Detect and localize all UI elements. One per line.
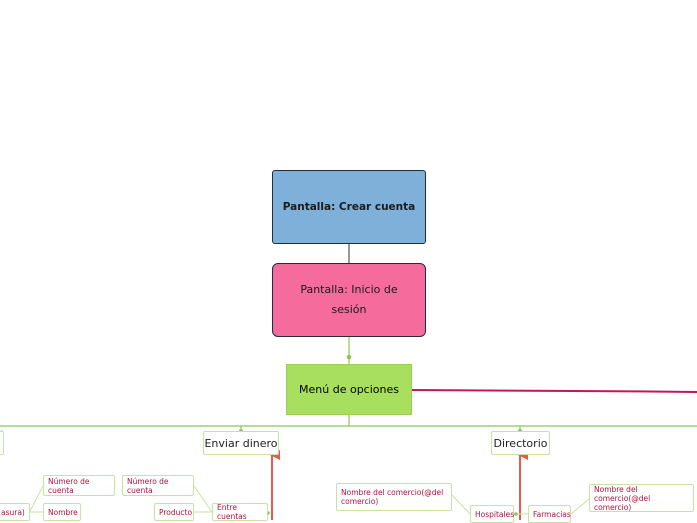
leaf-farmacias-label: Farmacias	[533, 509, 571, 519]
inicio-sesion-node[interactable]: Pantalla: Inicio de sesión	[272, 263, 426, 337]
leaf-numero-cuenta-mid[interactable]: Número de cuenta	[122, 475, 194, 496]
branch-comercio-left	[451, 494, 471, 515]
enviar-dinero-label: Enviar dinero	[204, 436, 278, 450]
connector-dot	[346, 354, 352, 360]
branch-numero-mid	[193, 485, 213, 513]
leaf-numero-cuenta-left-label: Número de cuenta	[48, 476, 90, 495]
inicio-sesion-label: Pantalla: Inicio de sesión	[300, 283, 398, 316]
crear-cuenta-node[interactable]: Pantalla: Crear cuenta	[272, 170, 426, 244]
branch-numero-left	[29, 485, 44, 512]
leaf-numero-cuenta-mid-label: Número de cuenta	[127, 476, 169, 495]
left-partial-node[interactable]	[0, 431, 4, 455]
leaf-contrasena-partial[interactable]: asura)	[0, 503, 30, 521]
menu-opciones-label: Menú de opciones	[299, 383, 399, 396]
menu-opciones-node[interactable]: Menú de opciones	[286, 364, 412, 415]
magenta-arrow	[403, 384, 697, 395]
enviar-dinero-node[interactable]: Enviar dinero	[203, 431, 279, 455]
leaf-nombre-label: Nombre	[48, 507, 78, 517]
junction-dot-right	[514, 512, 518, 516]
leaf-comercio-left-label: Nombre del comercio(@del comercio)	[341, 488, 444, 506]
leaf-comercio-right[interactable]: Nombre del comercio(@del comercio)	[589, 484, 694, 512]
leaf-farmacias[interactable]: Farmacias	[528, 505, 571, 523]
leaf-contrasena-partial-label: asura)	[1, 507, 25, 517]
directorio-label: Directorio	[493, 436, 548, 450]
directorio-node[interactable]: Directorio	[491, 431, 550, 455]
crear-cuenta-label: Pantalla: Crear cuenta	[282, 201, 416, 213]
leaf-comercio-left[interactable]: Nombre del comercio(@del comercio)	[336, 483, 452, 511]
leaf-hospitales-label: Hospitales	[475, 509, 515, 519]
leaf-numero-cuenta-left[interactable]: Número de cuenta	[43, 475, 115, 496]
leaf-entre-cuentas[interactable]: Entre cuentas	[212, 503, 268, 521]
branch-comercio-right	[570, 498, 590, 515]
leaf-nombre[interactable]: Nombre	[43, 503, 81, 521]
leaf-comercio-right-label: Nombre del comercio(@del comercio)	[594, 484, 651, 512]
leaf-producto[interactable]: Producto	[154, 503, 194, 521]
leaf-producto-label: Producto	[159, 507, 193, 517]
leaf-entre-cuentas-label: Entre cuentas	[217, 503, 247, 521]
leaf-hospitales[interactable]: Hospitales	[470, 505, 514, 523]
